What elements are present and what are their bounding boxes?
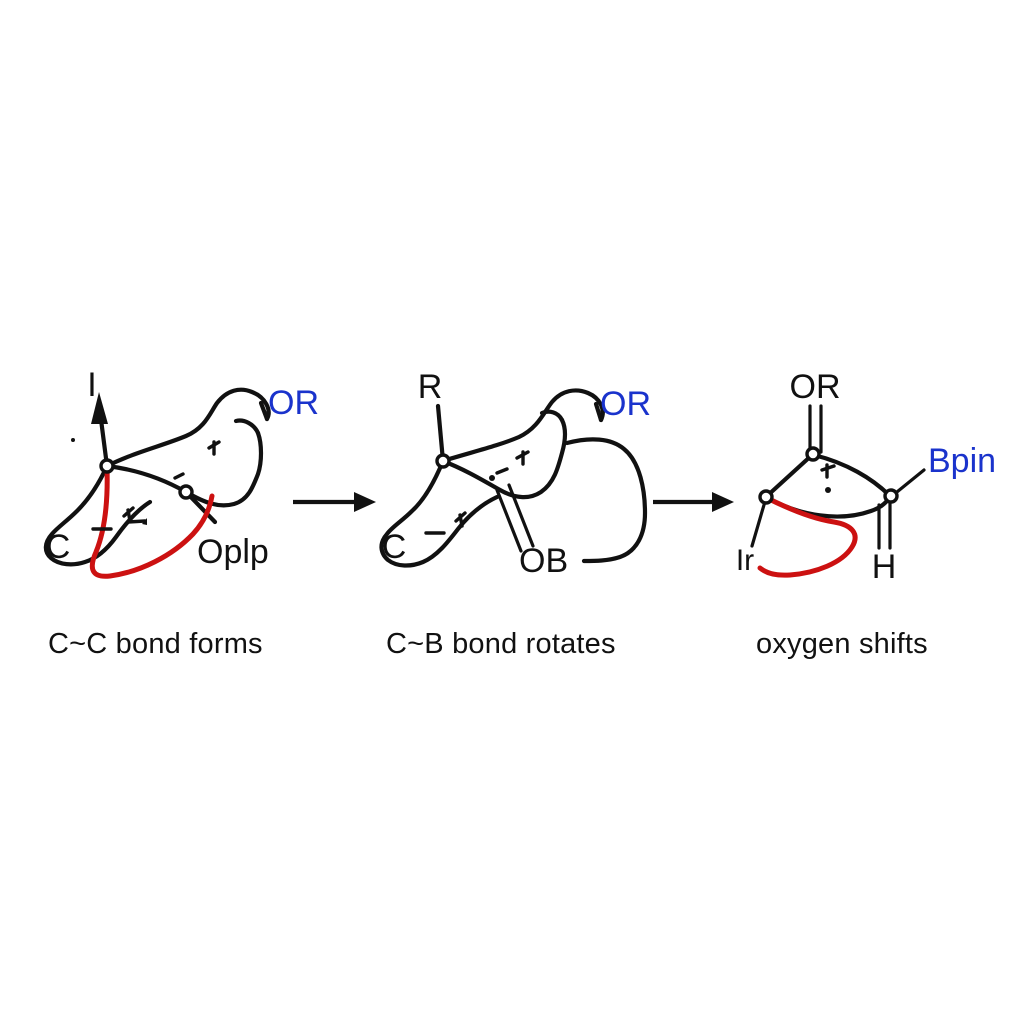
panel-3-vertex-c3 bbox=[883, 488, 899, 504]
panel-3-label-metal: Ir bbox=[736, 544, 754, 577]
panel-2-carbonyl-double-bond bbox=[495, 483, 535, 553]
panel-2-upper-chain bbox=[440, 388, 605, 464]
panel-3-vertex-c2 bbox=[758, 489, 774, 505]
panel-1-label-ring-left: C bbox=[46, 528, 71, 566]
panel-1-upper-chain bbox=[104, 387, 271, 469]
panel-2-label-alkoxy: OR bbox=[600, 385, 651, 423]
panel-3-vertex-c1 bbox=[805, 446, 821, 462]
panel-2-caption: C~B bond rotates bbox=[386, 628, 616, 660]
panel-3-red-migrating-bond bbox=[757, 495, 858, 578]
panel-3-sketch-marks bbox=[820, 463, 836, 493]
panel-3-cage-top-right bbox=[811, 452, 893, 499]
panel-2-pinacolate-loop bbox=[564, 437, 648, 564]
panel-2-structure: R C OR OB bbox=[379, 368, 651, 580]
reaction-arrow-2 bbox=[653, 492, 734, 512]
panel-2-axial-bond bbox=[435, 403, 446, 464]
panel-2-ring-outline bbox=[440, 409, 568, 500]
panel-1-ring-outline bbox=[104, 418, 264, 508]
panel-3-caption: oxygen shifts bbox=[756, 628, 928, 660]
panel-3-label-top-axial: OR bbox=[790, 368, 841, 406]
panel-3-carbonyl-double-bond bbox=[808, 404, 823, 454]
panel-1-sketch-marks bbox=[71, 438, 221, 531]
panel-3-label-boryl: Bpin bbox=[928, 442, 996, 480]
panel-2-label-top-axial: R bbox=[418, 368, 443, 406]
panel-2-label-borate: OB bbox=[519, 542, 568, 580]
panel-1-red-forming-bond bbox=[89, 465, 215, 579]
panel-1-caption: C~C bond forms bbox=[48, 628, 263, 660]
panel-2-left-lobe bbox=[379, 458, 500, 568]
panel-1-vertex-c1 bbox=[99, 458, 115, 474]
panel-1-structure: I C OR Oplp bbox=[43, 366, 319, 579]
panel-2-vertex-c1 bbox=[435, 453, 451, 469]
panel-3-hydride-double-bond bbox=[877, 499, 892, 550]
panel-1-left-lobe bbox=[43, 463, 153, 567]
panel-1-vertex-c2 bbox=[178, 484, 194, 500]
panel-3-label-hydride: H bbox=[872, 548, 897, 586]
panel-1-label-top-axial: I bbox=[87, 366, 96, 404]
panel-2-sketch-marks bbox=[424, 450, 530, 535]
panel-1-axial-bond bbox=[91, 392, 110, 469]
panel-2-label-ring-left: C bbox=[382, 528, 407, 566]
panel-3-metal-bond bbox=[750, 496, 768, 548]
reaction-arrow-1 bbox=[293, 492, 376, 512]
panel-3-cage-left bbox=[764, 452, 815, 499]
panel-1-label-alkoxy: OR bbox=[268, 384, 319, 422]
panel-3-structure: OR Ir H Bpin bbox=[736, 368, 996, 586]
panel-1-label-borate: Oplp bbox=[197, 533, 269, 571]
